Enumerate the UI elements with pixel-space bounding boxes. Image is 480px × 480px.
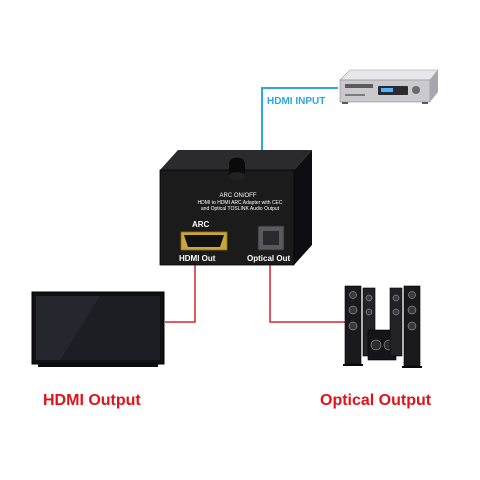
hdmi-input-cable: [261, 87, 338, 165]
hdmi-out-port-label: HDMI Out: [179, 254, 216, 263]
hdmi-arc-adapter-icon: [159, 150, 312, 266]
hdmi-out-port-icon: [180, 231, 228, 251]
arc-onoff-label: ARC ON/OFF: [219, 193, 257, 199]
dvd-player-icon: [339, 69, 439, 104]
optical-out-port-label: Optical Out: [247, 254, 291, 263]
arc-port-label: ARC: [192, 220, 210, 229]
hdmi-input-label: HDMI INPUT: [267, 96, 326, 107]
hdmi-output-cable: [165, 262, 196, 323]
optical-output-cable: [269, 262, 345, 323]
speaker-system-icon: [343, 285, 422, 368]
hdmi-output-label: HDMI Output: [43, 392, 141, 409]
optical-output-label: Optical Output: [320, 392, 432, 409]
optical-out-port-icon: [257, 225, 285, 251]
device-description-line1: HDMI to HDMI ARC Adapter with CEC: [197, 200, 283, 206]
device-description-line2: and Optical TOSLINK Audio Output: [200, 206, 280, 212]
tv-icon: [31, 291, 165, 367]
